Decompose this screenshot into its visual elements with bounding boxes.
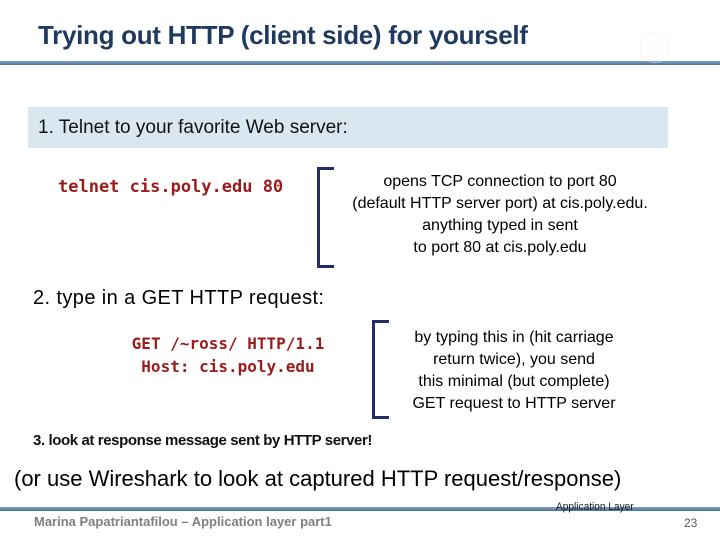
step2-annotation: by typing this in (hit carriage return t… [412, 329, 616, 412]
left-bracket-shape-step2 [372, 320, 389, 419]
left-bracket-shape-step1 [317, 167, 334, 268]
step1-heading: 1. Telnet to your favorite Web server: [38, 117, 348, 138]
footer-author: Marina Papatriantafilou – Application la… [34, 514, 332, 529]
step2-heading: 2. type in a GET HTTP request: [33, 287, 325, 309]
circles-decoration [640, 33, 670, 63]
wireshark-note: (or use Wireshark to look at captured HT… [14, 466, 622, 491]
step1-banner: 1. Telnet to your favorite Web server: [28, 107, 668, 148]
get-request-text: GET /~ross/ HTTP/1.1 Host: cis.poly.edu [131, 334, 325, 376]
step3-heading: 3. look at response message sent by HTTP… [33, 432, 373, 449]
page-number: 23 [684, 516, 698, 530]
footer-divider [0, 507, 720, 511]
title-divider [0, 61, 720, 65]
section-label: Application Layer [556, 501, 634, 513]
page-title: Trying out HTTP (client side) for yourse… [38, 20, 528, 50]
circles-decoration-inner [647, 40, 663, 56]
telnet-command-text: telnet cis.poly.edu 80 [58, 177, 284, 197]
step1-annotation: opens TCP connection to port 80 (default… [352, 173, 648, 256]
